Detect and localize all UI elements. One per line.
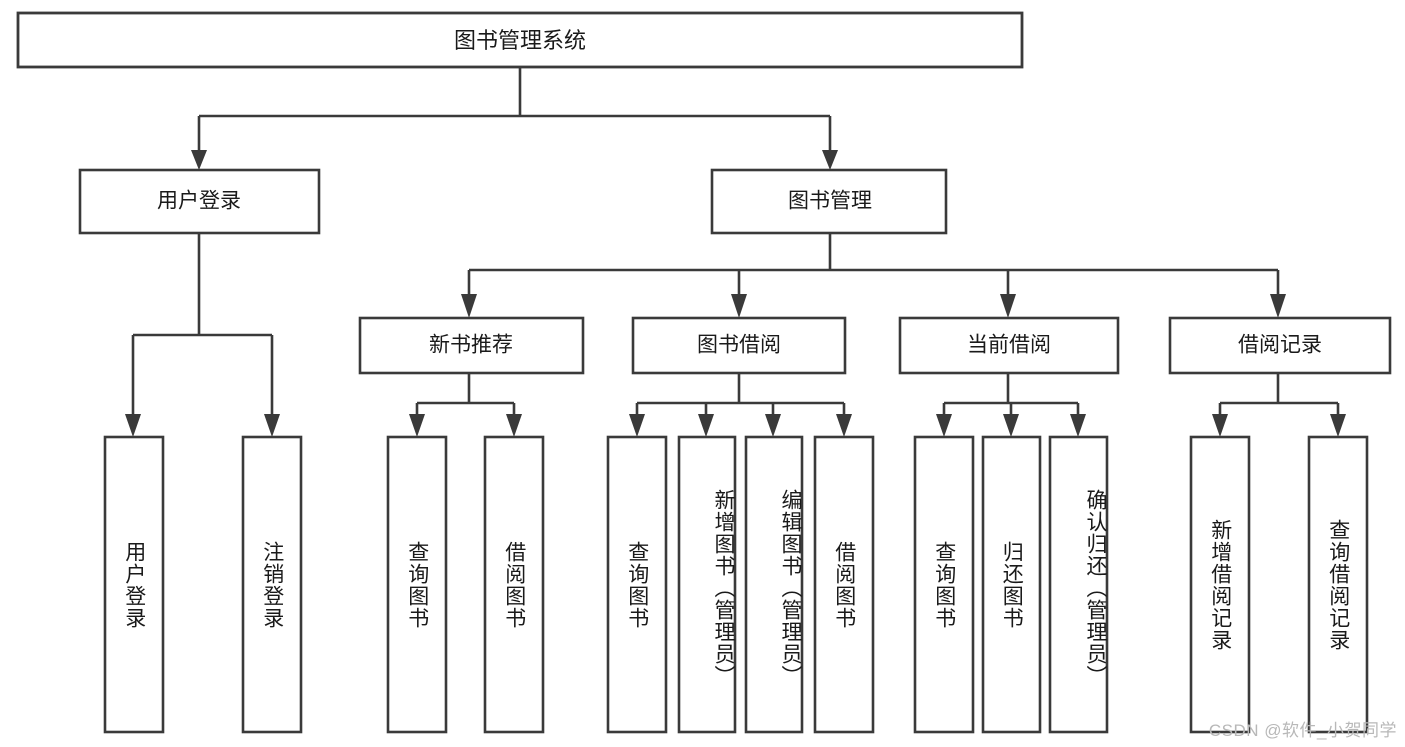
arrow-head-leaf-borrow-book-1 [506,414,522,437]
node-root[interactable]: 图书管理系统 [16,11,1024,69]
node-leaf-edit-book-box[interactable] [744,435,804,734]
node-leaf-query-book-2-box[interactable] [606,435,668,734]
node-leaf-borrow-book-1-box[interactable] [483,435,545,734]
node-new-book-recommend[interactable]: 新书推荐 [358,316,585,375]
node-book-management-box[interactable] [710,168,948,235]
node-book-borrow-box[interactable] [631,316,847,375]
arrow-head-leaf-confirm-return [1070,414,1086,437]
arrow-head-leaf-query-record [1330,414,1346,437]
node-book-management-label: 图书管理 [788,190,872,213]
node-leaf-query-book-3-box[interactable] [913,435,975,734]
csdn-watermark: CSDN @软件_小贺同学 [1208,721,1397,740]
arrow-head-leaf-logout [264,414,280,437]
node-current-borrow[interactable]: 当前借阅 [898,316,1120,375]
node-leaf-return-book-box[interactable] [981,435,1042,734]
node-user-login-label: 用户登录 [157,190,241,213]
node-leaf-query-book-1-box[interactable] [386,435,448,734]
connector-group-root [191,67,838,170]
connector-group-borrow-record [1212,373,1346,437]
arrow-head-leaf-return-book [1003,414,1019,437]
arrow-head-leaf-edit-book [765,414,781,437]
node-root-box[interactable] [16,11,1024,69]
connector-group-new-book-recommend [409,373,522,437]
node-leaf-logout-box[interactable] [241,435,303,734]
node-current-borrow-box[interactable] [898,316,1120,375]
leaf-box-group [103,435,1369,734]
node-borrow-record-box[interactable] [1168,316,1392,375]
node-new-book-recommend-box[interactable] [358,316,585,375]
arrow-head-leaf-query-book-2 [629,414,645,437]
arrow-head-leaf-query-book-3 [936,414,952,437]
arrow-head-borrow-record [1270,294,1286,318]
node-root-label: 图书管理系统 [454,28,586,53]
connector-group-book-management [461,233,1286,318]
node-book-borrow[interactable]: 图书借阅 [631,316,847,375]
arrow-head-current-borrow [1000,294,1016,318]
node-book-borrow-label: 图书借阅 [697,334,781,357]
arrow-head-leaf-query-book-1 [409,414,425,437]
connector-group-current-borrow [936,373,1086,437]
arrow-head-book-borrow [731,294,747,318]
node-leaf-add-record-box[interactable] [1189,435,1251,734]
node-leaf-borrow-book-2-box[interactable] [813,435,875,734]
node-current-borrow-label: 当前借阅 [967,334,1051,357]
node-borrow-record[interactable]: 借阅记录 [1168,316,1392,375]
node-leaf-confirm-return-box[interactable] [1048,435,1109,734]
arrow-head-leaf-user-login [125,414,141,437]
arrow-head-new-book-recommend [461,294,477,318]
connector-group-book-borrow [629,373,852,437]
node-book-management[interactable]: 图书管理 [710,168,948,235]
arrow-head-leaf-add-book [698,414,714,437]
connector-group-user-login [125,233,280,437]
arrow-head-leaf-add-record [1212,414,1228,437]
arrow-head-user-login [191,150,207,170]
node-user-login[interactable]: 用户登录 [78,168,321,235]
arrow-head-book-management [822,150,838,170]
arrow-head-leaf-borrow-book-2 [836,414,852,437]
node-user-login-box[interactable] [78,168,321,235]
node-leaf-add-book-box[interactable] [677,435,737,734]
node-leaf-query-record-box[interactable] [1307,435,1369,734]
node-leaf-user-login-box[interactable] [103,435,165,734]
node-new-book-recommend-label: 新书推荐 [429,334,513,357]
node-borrow-record-label: 借阅记录 [1238,334,1322,357]
